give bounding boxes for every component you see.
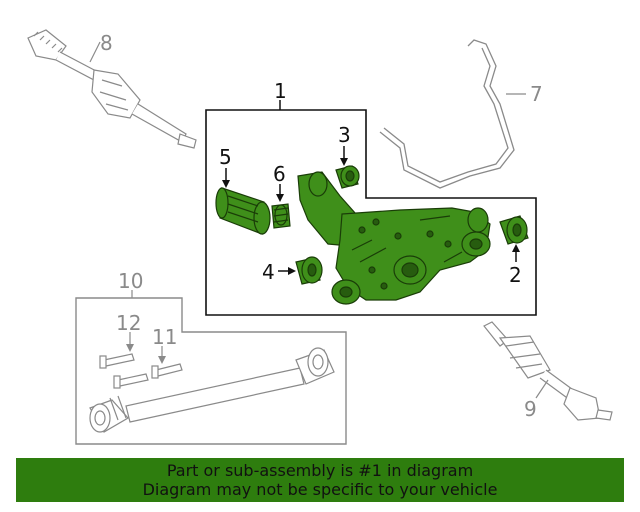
bolt-part-11[interactable]: [151, 363, 183, 379]
callout-2[interactable]: 2: [509, 263, 522, 287]
callout-8-leader: [89, 41, 101, 63]
callout-6-arrowhead: [276, 194, 284, 202]
callout-10[interactable]: 10: [118, 269, 143, 293]
seal-part-6[interactable]: [271, 203, 291, 229]
banner-line-2: Diagram may not be specific to your vehi…: [142, 480, 498, 499]
assembly-box: [205, 109, 537, 316]
axle-shaft-lower-right[interactable]: [483, 321, 613, 421]
propshaft-box: [75, 297, 347, 445]
callout-1[interactable]: 1: [274, 79, 287, 103]
callout-4-arrowhead: [288, 267, 296, 275]
callout-6[interactable]: 6: [273, 162, 286, 186]
bolt-part-12[interactable]: [99, 353, 149, 389]
callout-3-arrowhead: [340, 158, 348, 166]
differential-housing[interactable]: [297, 171, 491, 305]
bushing-part-4[interactable]: [295, 256, 323, 285]
callout-11[interactable]: 11: [152, 325, 177, 349]
callout-11-arrowhead: [158, 356, 166, 364]
callout-5-arrowhead: [222, 180, 230, 188]
callout-8[interactable]: 8: [100, 31, 113, 55]
bushing-part-2[interactable]: [499, 215, 529, 245]
callout-9[interactable]: 9: [524, 397, 537, 421]
banner-line-1: Part or sub-assembly is #1 in diagram: [166, 461, 474, 480]
callout-5[interactable]: 5: [219, 145, 232, 169]
bushing-part-3[interactable]: [335, 165, 360, 189]
callout-12[interactable]: 12: [116, 311, 141, 335]
vent-hose[interactable]: [379, 39, 515, 189]
info-banner: Part or sub-assembly is #1 in diagram Di…: [16, 458, 624, 502]
callout-7[interactable]: 7: [530, 82, 543, 106]
callout-4[interactable]: 4: [262, 260, 275, 284]
callout-12-arrowhead: [126, 344, 134, 352]
callout-9-leader: [535, 379, 549, 399]
callout-2-arrowhead: [512, 244, 520, 252]
axle-shaft-upper-left[interactable]: [27, 29, 197, 149]
callout-3[interactable]: 3: [338, 123, 351, 147]
propeller-shaft[interactable]: [89, 347, 335, 433]
actuator-part-5[interactable]: [215, 187, 271, 235]
